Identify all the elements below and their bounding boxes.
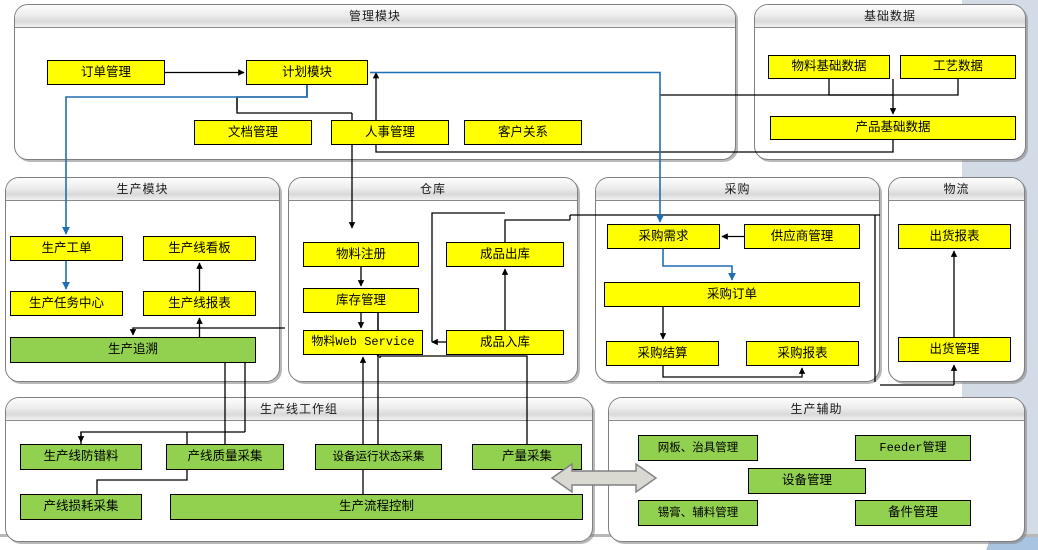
node-gongyingshang-guanli[interactable]: 供应商管理 <box>744 224 860 249</box>
node-kehu-guanxi[interactable]: 客户关系 <box>464 120 582 145</box>
node-wangban-zhiju-guanli[interactable]: 网板、治具管理 <box>638 435 758 461</box>
node-wuliao-web-service[interactable]: 物料Web Service <box>303 330 423 355</box>
node-chanliang-caiji[interactable]: 产量采集 <box>472 444 582 470</box>
node-wuliao-zhuce[interactable]: 物料注册 <box>303 242 419 267</box>
node-shebei-yunxing-zhuangtai-caiji[interactable]: 设备运行状态采集 <box>315 444 442 470</box>
node-shebei-guanli[interactable]: 设备管理 <box>748 468 866 494</box>
node-chuhuo-guanli[interactable]: 出货管理 <box>898 337 1011 362</box>
node-chuhuo-baobiao[interactable]: 出货报表 <box>898 224 1011 249</box>
node-caigou-xuqiu[interactable]: 采购需求 <box>607 224 720 249</box>
node-shengchan-zhuisu[interactable]: 生产追溯 <box>10 337 256 363</box>
node-chengpin-ruku[interactable]: 成品入库 <box>446 330 564 355</box>
node-chanxian-zhiliang-caiji[interactable]: 产线质量采集 <box>166 444 284 470</box>
node-caigou-dingdan[interactable]: 采购订单 <box>604 282 860 307</box>
node-shengchan-liucheng-kongzhi[interactable]: 生产流程控制 <box>170 494 583 520</box>
panel-title-cangku: 仓库 <box>289 178 577 201</box>
node-beijian-guanli[interactable]: 备件管理 <box>855 500 971 526</box>
panel-title-jichu: 基础数据 <box>755 5 1025 28</box>
node-caigou-baobiao[interactable]: 采购报表 <box>746 341 859 366</box>
panel-title-wuliu: 物流 <box>889 178 1024 201</box>
node-caigou-jiesuan[interactable]: 采购结算 <box>606 341 719 366</box>
panel-title-shengchan: 生产模块 <box>6 178 279 201</box>
node-wuliao-jichu-shuju[interactable]: 物料基础数据 <box>768 55 890 79</box>
node-renshi-guanli[interactable]: 人事管理 <box>331 120 449 145</box>
panel-title-gongzuozu: 生产线工作组 <box>6 398 592 421</box>
node-chanxian-sunhao-caiji[interactable]: 产线损耗采集 <box>20 494 142 520</box>
node-gongyi-shuju[interactable]: 工艺数据 <box>900 55 1016 79</box>
panel-title-caigou: 采购 <box>596 178 879 201</box>
node-chanpin-jichu-shuju[interactable]: 产品基础数据 <box>770 116 1016 140</box>
node-shengchan-renwu-zhongxin[interactable]: 生产任务中心 <box>10 291 123 316</box>
node-shengchanxian-fangcuoliao[interactable]: 生产线防错料 <box>20 444 142 470</box>
node-chengpin-chuku[interactable]: 成品出库 <box>446 242 564 267</box>
panel-title-guanli: 管理模块 <box>15 5 735 28</box>
panel-title-fuzhu: 生产辅助 <box>609 398 1024 421</box>
node-shengchan-gongdan[interactable]: 生产工单 <box>10 236 123 261</box>
node-wendang-guanli[interactable]: 文档管理 <box>194 120 312 145</box>
node-feeder-guanli[interactable]: Feeder管理 <box>855 435 971 461</box>
node-shengchanxian-baobiao[interactable]: 生产线报表 <box>143 291 256 316</box>
node-jihua-mokuai[interactable]: 计划模块 <box>246 60 368 85</box>
node-xigao-fuliao-guanli[interactable]: 锡膏、辅料管理 <box>638 500 758 526</box>
node-shengchanxian-kanban[interactable]: 生产线看板 <box>143 236 256 261</box>
node-kucun-guanli[interactable]: 库存管理 <box>303 288 419 313</box>
node-dingdan-guanli[interactable]: 订单管理 <box>47 60 165 85</box>
